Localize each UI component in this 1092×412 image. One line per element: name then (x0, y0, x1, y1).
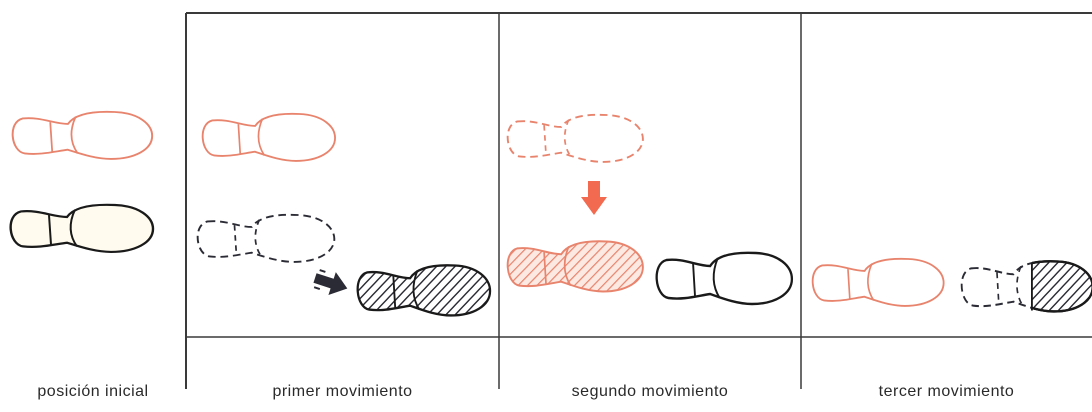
panel-grid (185, 12, 1092, 389)
caption-second-movement: segundo movimiento (571, 383, 729, 400)
second-left-new-footprint (506, 240, 644, 293)
first-right-previous-footprint (196, 213, 336, 263)
third-right-footprint (952, 246, 1092, 326)
second-right-footprint (655, 251, 794, 306)
dance-steps-diagram (9, 12, 1092, 389)
first-left-footprint (201, 112, 336, 162)
movement-arrow-icon (313, 269, 348, 295)
caption-initial: posición inicial (37, 383, 149, 400)
caption-third-movement: tercer movimiento (878, 383, 1015, 400)
initial-left-footprint (11, 110, 154, 160)
down-arrow-icon (581, 181, 607, 215)
initial-right-footprint (9, 203, 155, 254)
first-right-new-footprint (356, 264, 492, 317)
caption-first-movement: primer movimiento (272, 383, 413, 400)
third-left-footprint (811, 257, 945, 307)
second-left-previous-footprint (506, 113, 644, 163)
